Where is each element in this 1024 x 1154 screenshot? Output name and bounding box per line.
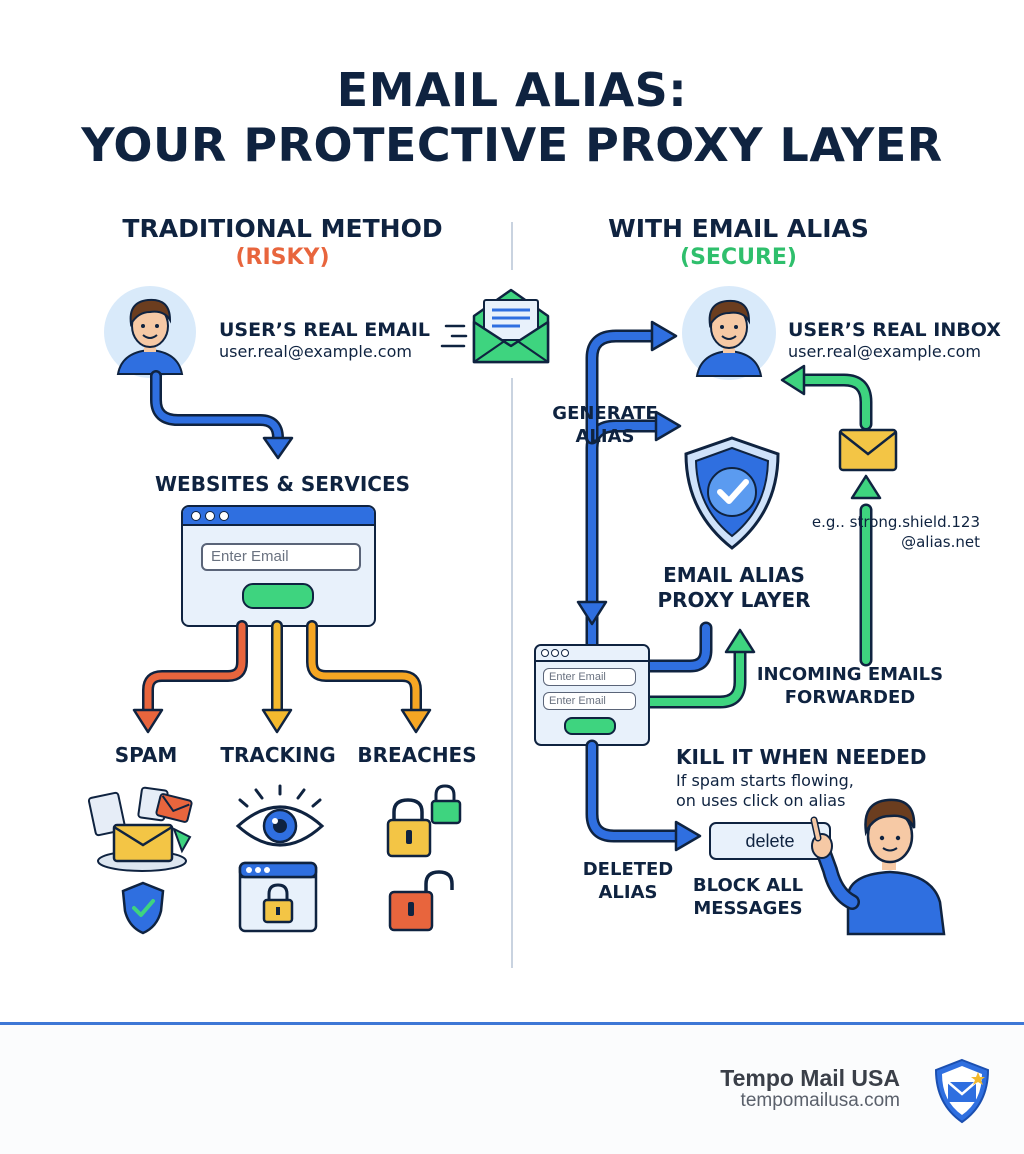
browser-titlebar-right (536, 646, 648, 662)
divider-bottom (511, 378, 513, 968)
footer (0, 1025, 1024, 1154)
proxy-shield-icon (684, 436, 780, 550)
branch-arrows (132, 620, 432, 734)
browser-titlebar (183, 507, 374, 526)
title-line-2: YOUR PROTECTIVE PROXY LAYER (81, 118, 943, 172)
footer-divider (0, 1022, 1024, 1025)
outcome-spam: SPAM (114, 743, 178, 767)
outcome-tracking: TRACKING (220, 743, 336, 767)
forwarding-arrows (641, 364, 882, 709)
delete-alias-button[interactable]: delete (709, 822, 831, 860)
brand-shield-logo-icon (934, 1058, 990, 1124)
right-heading: WITH EMAIL ALIAS (608, 214, 869, 243)
arrow-user-to-sites (150, 370, 294, 460)
title-line-1: EMAIL ALIAS: (336, 63, 688, 117)
generate-alias-arrows (576, 320, 682, 655)
user-real-inbox-label: USER’S REAL INBOX (788, 319, 1001, 341)
delete-arrow (585, 739, 702, 852)
example-alias-address: e.g.. strong.shield.123 @alias.net (811, 513, 980, 551)
unlocked-padlock-icon (388, 870, 454, 932)
user-real-inbox-address: user.real@example.com (788, 342, 981, 361)
user-real-email-label: USER’S REAL EMAIL (219, 319, 431, 341)
outcome-breaches: BREACHES (357, 743, 477, 767)
kill-it-title: KILL IT WHEN NEEDED (676, 745, 927, 769)
padlocks-icon (386, 784, 462, 858)
websites-services-label: WEBSITES & SERVICES (154, 472, 411, 496)
submit-button-left[interactable] (242, 583, 314, 609)
brand-name: Tempo Mail USA (720, 1065, 900, 1091)
envelope-open-icon (440, 288, 550, 364)
deleted-alias-label: DELETED ALIAS (582, 859, 674, 903)
shield-check-icon-small (121, 881, 165, 935)
person-clicking-illustration (810, 798, 946, 936)
browser-lock-icon (238, 861, 318, 933)
submit-button-right[interactable] (564, 717, 616, 735)
block-all-messages-label: BLOCK ALL MESSAGES (692, 875, 804, 919)
left-heading: TRADITIONAL METHOD (122, 214, 443, 243)
spam-pile-icon (87, 786, 193, 872)
right-subheading: (SECURE) (680, 245, 797, 270)
user-avatar-right (682, 286, 776, 380)
incoming-emails-label: INCOMING EMAILS FORWARDED (756, 664, 944, 708)
email-input-right-2[interactable]: Enter Email (543, 692, 636, 710)
user-avatar-left (104, 286, 196, 378)
user-real-email-address: user.real@example.com (219, 342, 412, 361)
kill-it-description: If spam starts flowing, on uses click on… (676, 771, 854, 810)
forward-envelope-icon (838, 428, 898, 472)
proxy-layer-label: EMAIL ALIAS PROXY LAYER (657, 563, 811, 612)
brand-url[interactable]: tempomailusa.com (740, 1090, 900, 1111)
email-input-right-1[interactable]: Enter Email (543, 668, 636, 686)
generate-alias-label: GENERATE ALIAS (552, 403, 658, 447)
eye-icon (235, 784, 325, 847)
email-input-left[interactable]: Enter Email (201, 543, 361, 571)
divider-top (511, 222, 513, 270)
left-subheading: (RISKY) (235, 245, 330, 270)
